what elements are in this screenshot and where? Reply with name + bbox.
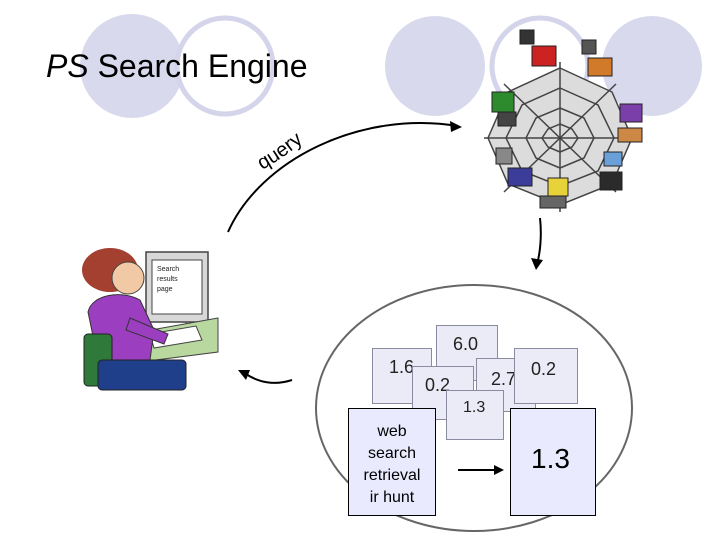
doc-card-5: 0.2	[514, 348, 578, 404]
index-doc-terms: web search retrieval ir hunt	[349, 421, 435, 509]
down-arrow	[531, 217, 543, 270]
page-title: PS Search Engine	[46, 48, 308, 85]
monitor-line: Search	[157, 266, 180, 273]
doc-score-4: 2.7	[491, 369, 517, 389]
query-arrow	[227, 121, 462, 233]
index-arrow	[458, 465, 504, 475]
monitor-line: results	[157, 276, 178, 283]
doc-score-6: 1.3	[463, 399, 486, 416]
index-term: ir hunt	[369, 489, 415, 506]
decorative-circles	[80, 14, 702, 118]
monitor-text: Search results page	[157, 265, 179, 295]
title-prefix: PS	[46, 48, 89, 84]
doc-score-5: 0.2	[531, 359, 557, 379]
doc-score-1: 1.6	[389, 357, 415, 377]
index-term: web	[377, 423, 407, 440]
query-label: query	[254, 128, 307, 174]
scored-value: 1.3	[531, 443, 570, 474]
network-computers	[491, 29, 643, 209]
doc-card-6: 1.3	[446, 390, 504, 440]
index-document: web search retrieval ir hunt	[348, 408, 436, 516]
results-arrow	[238, 370, 293, 384]
doc-score-2: 6.0	[453, 334, 479, 354]
doc-score-3: 0.2	[425, 375, 451, 395]
index-term: search	[367, 445, 417, 462]
monitor-line: page	[157, 286, 173, 293]
title-rest: Search Engine	[88, 48, 308, 84]
user-at-computer-icon	[82, 248, 219, 391]
index-term: retrieval	[363, 467, 421, 484]
scored-document: 1.3	[510, 408, 596, 516]
